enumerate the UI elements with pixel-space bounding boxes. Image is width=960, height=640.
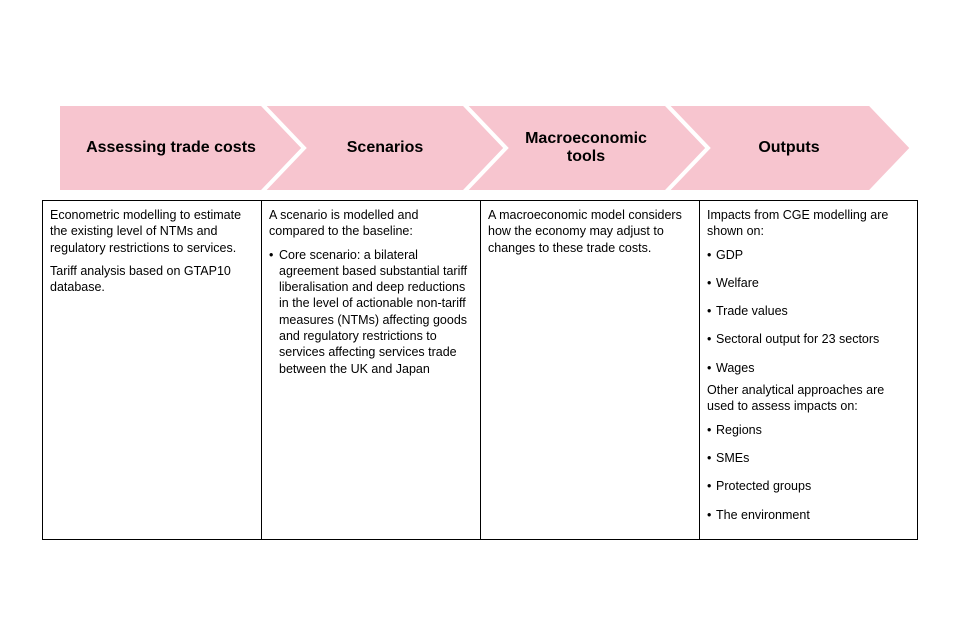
outputs-cge-list: GDP Welfare Trade values Sectoral output…	[707, 247, 910, 377]
column-scenarios: A scenario is modelled and compared to t…	[262, 201, 481, 539]
costs-paragraph-1: Econometric modelling to estimate the ex…	[50, 208, 242, 255]
step-label-assessing-trade-costs: Assessing trade costs	[86, 139, 256, 156]
list-item: SMEs	[707, 450, 910, 467]
column-macroeconomic-tools: A macroeconomic model considers how the …	[481, 201, 700, 539]
details-table: Econometric modelling to estimate the ex…	[42, 200, 918, 540]
list-item: The environment	[707, 507, 910, 524]
list-item: Regions	[707, 422, 910, 439]
outputs-other-list: Regions SMEs Protected groups The enviro…	[707, 422, 910, 523]
costs-paragraph-2: Tariff analysis based on GTAP10 database…	[50, 263, 231, 295]
scenarios-bullet-list: Core scenario: a bilateral agreement bas…	[269, 247, 473, 377]
step-label-scenarios: Scenarios	[346, 139, 424, 156]
scenarios-bullet-core: Core scenario: a bilateral agreement bas…	[269, 247, 473, 377]
scenarios-intro: A scenario is modelled and compared to t…	[269, 208, 419, 239]
step-label-macroeconomic-tools: Macroeconomic tools	[525, 130, 647, 165]
outputs-intro-cge: Impacts from CGE modelling are shown on:	[707, 208, 889, 239]
list-item: Wages	[707, 360, 910, 377]
column-assessing-trade-costs: Econometric modelling to estimate the ex…	[43, 201, 262, 539]
step-label-outputs: Outputs	[758, 139, 820, 156]
chevron-step-4	[661, 102, 915, 194]
column-outputs: Impacts from CGE modelling are shown on:…	[700, 201, 917, 539]
outputs-intro-other: Other analytical approaches are used to …	[707, 383, 885, 414]
list-item: Trade values	[707, 303, 910, 320]
tools-text: A macroeconomic model considers how the …	[488, 208, 682, 255]
list-item: Sectoral output for 23 sectors	[707, 331, 910, 348]
list-item: Protected groups	[707, 478, 910, 495]
list-item: Welfare	[707, 275, 910, 292]
list-item: GDP	[707, 247, 910, 264]
